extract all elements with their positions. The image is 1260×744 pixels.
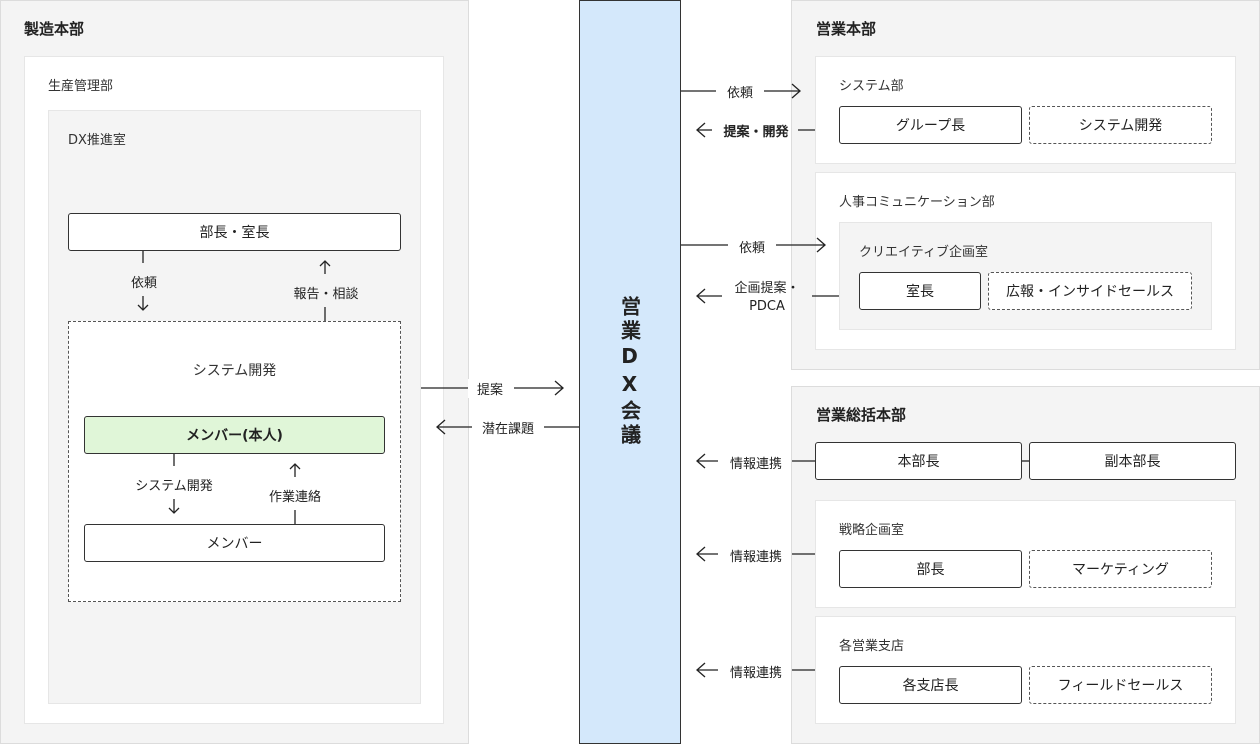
- info3-arrowhead: [696, 662, 706, 678]
- sd-request-arrowhead: [791, 83, 801, 99]
- latent-issue-label: 潜在課題: [474, 418, 542, 437]
- hr-request-arrowhead: [816, 237, 826, 253]
- creative-planning-title: クリエイティブ企画室: [859, 245, 988, 260]
- proposal-label: 提案: [468, 379, 512, 398]
- dev-arrowhead: [168, 507, 180, 514]
- hr-plan-arrowhead: [696, 288, 706, 304]
- strategy-office-title: 戦略企画室: [839, 523, 905, 538]
- deputy-head-box: 副本部長: [1029, 442, 1236, 480]
- info-link-label-2: 情報連携: [729, 550, 782, 565]
- dx-report-label: 報告・相談: [293, 287, 359, 302]
- sd-proposal-arrowhead: [696, 122, 706, 138]
- hr-comm-title: 人事コミュニケーション部: [839, 195, 995, 210]
- system-dept-request-label: 依頼: [726, 86, 753, 101]
- sales-hq-title: 営業本部: [816, 20, 877, 38]
- branch-head-box: 各支店長: [839, 666, 1022, 704]
- dx-manager-box: 部長・室長: [68, 213, 401, 251]
- production-dept-title: 生産管理部: [48, 79, 114, 94]
- request-arrowhead: [137, 304, 149, 311]
- system-dept-title: システム部: [839, 79, 904, 94]
- info2-arrowhead: [696, 546, 706, 562]
- group-leader-box: グループ長: [839, 106, 1022, 144]
- dx-office-title: DX推進室: [68, 133, 126, 148]
- system-dept-proposal-label: 提案・開発: [723, 125, 789, 140]
- work-contact-label: 作業連絡: [268, 490, 321, 505]
- sales-general-title: 営業総括本部: [816, 406, 907, 424]
- info-link-label-3: 情報連携: [729, 666, 782, 681]
- field-sales-box: フィールドセールス: [1029, 666, 1212, 704]
- member-box: メンバー: [84, 524, 385, 562]
- pr-inside-sales-box: 広報・インサイドセールス: [988, 272, 1192, 310]
- hr-request-label: 依頼: [738, 241, 765, 256]
- proposal-arrowhead: [554, 380, 564, 396]
- sales-dx-meeting-title: 営業DX会議: [617, 296, 642, 448]
- system-dev-role-box: システム開発: [1029, 106, 1212, 144]
- sales-dx-meeting-column: 営業DX会議: [579, 0, 681, 744]
- self-member-box: メンバー(本人): [84, 416, 385, 454]
- report-arrowhead: [319, 260, 331, 267]
- marketing-box: マーケティング: [1029, 550, 1212, 588]
- manufacturing-hq-title: 製造本部: [24, 20, 85, 38]
- info1-arrowhead: [696, 453, 706, 469]
- info-link-label-1: 情報連携: [729, 457, 782, 472]
- work-arrowhead: [289, 463, 301, 470]
- strategy-head-box: 部長: [839, 550, 1022, 588]
- creative-head-box: 室長: [859, 272, 981, 310]
- latent-arrowhead: [436, 419, 446, 435]
- dx-request-label: 依頼: [130, 276, 157, 291]
- plan-proposal-label-2: PDCA: [749, 299, 785, 314]
- plan-proposal-label-1: 企画提案・: [734, 281, 800, 296]
- branches-title: 各営業支店: [839, 639, 905, 654]
- system-dev-title: システム開発: [192, 363, 277, 379]
- system-dev-label: システム開発: [135, 479, 213, 494]
- hq-head-box: 本部長: [815, 442, 1022, 480]
